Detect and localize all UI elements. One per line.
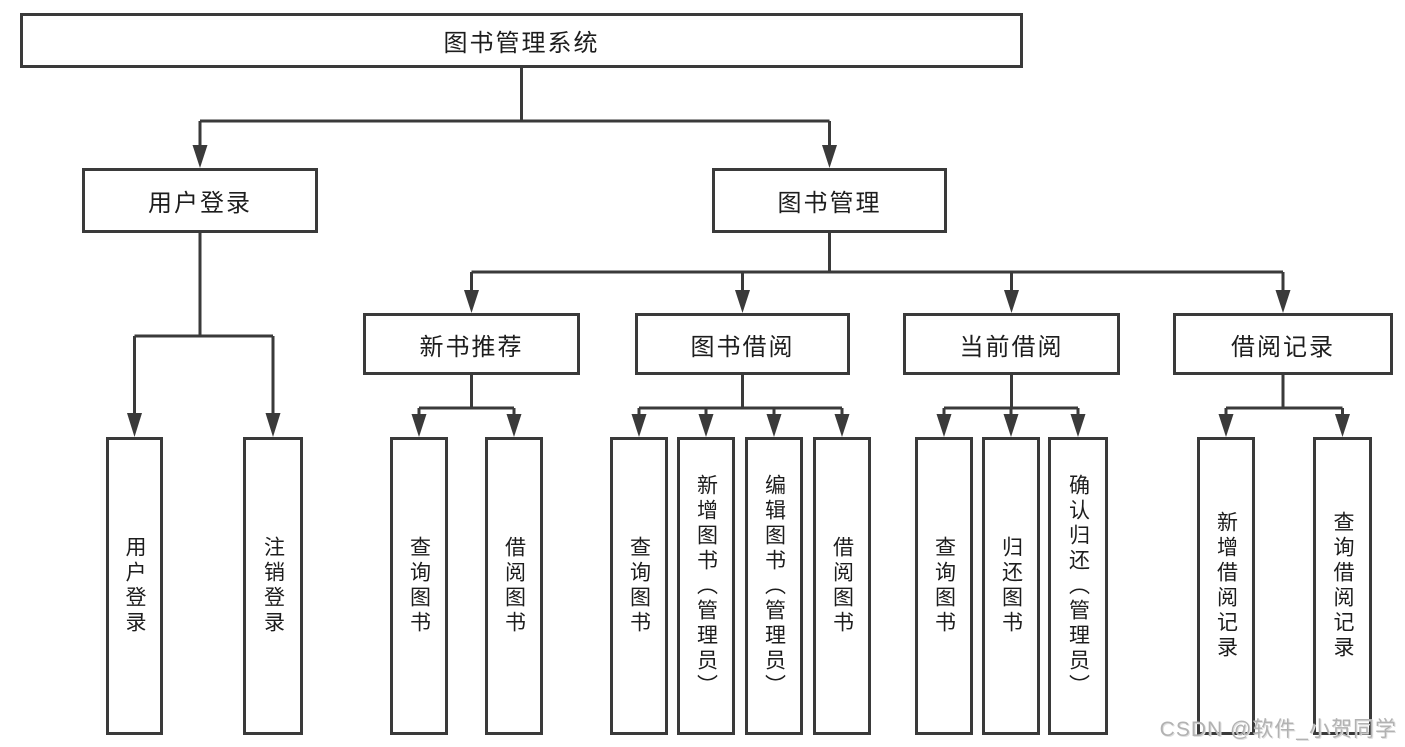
arrow-icon [698,414,714,437]
node-label: 查询借阅记录 [1331,511,1354,661]
connector-current-borrow [942,375,1080,415]
arrow-icon [735,290,750,313]
connector-book-management-to-level3 [470,233,1285,291]
node-label: 用户登录 [148,190,252,217]
node-user-login: 用户登录 [82,168,318,233]
node-label: 编辑图书（管理员） [762,473,786,699]
arrow-icon [192,145,208,168]
arrow-icon [506,414,522,437]
leaf-confirm-return-admin: 确认归还（管理员） [1048,437,1108,735]
arrow-icon [1335,414,1350,437]
connector-book-borrow [637,375,844,415]
node-library-management-system: 图书管理系统 [20,13,1023,68]
node-label: 新增图书（管理员） [694,473,718,699]
node-label: 图书管理系统 [443,30,600,57]
leaf-query-books-recommend: 查询图书 [390,437,448,735]
node-label: 借阅记录 [1231,333,1335,361]
leaf-query-borrow-record: 查询借阅记录 [1313,437,1372,735]
leaf-borrow-books: 借阅图书 [813,437,871,735]
node-label: 查询图书 [932,536,956,636]
connector-user-login-branch [133,233,275,415]
node-label: 查询图书 [627,536,651,636]
arrow-icon [1070,414,1086,437]
node-label: 归还图书 [999,536,1023,636]
node-label: 当前借阅 [959,333,1064,361]
connector-new-book-recommend [417,375,516,415]
node-new-book-recommend: 新书推荐 [363,313,580,375]
arrow-icon [265,413,281,437]
node-book-management: 图书管理 [712,168,947,233]
arrow-icon [127,413,142,437]
connector-borrow-records [1224,375,1344,415]
arrow-icon [834,414,850,437]
node-borrow-records: 借阅记录 [1173,313,1393,375]
node-label: 借阅图书 [830,536,854,636]
node-label: 用户登录 [123,536,146,636]
node-book-borrow: 图书借阅 [635,313,850,375]
node-current-borrow: 当前借阅 [903,313,1120,375]
node-label: 图书借阅 [690,333,795,361]
leaf-return-books: 归还图书 [982,437,1040,735]
leaf-logout: 注销登录 [243,437,303,735]
arrow-icon [464,290,479,313]
arrow-icon [822,145,837,168]
arrow-icon [1275,290,1291,313]
leaf-edit-books-admin: 编辑图书（管理员） [745,437,803,735]
node-label: 借阅图书 [502,536,526,636]
node-label: 图书管理 [777,190,882,217]
leaf-add-books-admin: 新增图书（管理员） [677,437,735,735]
arrow-icon [411,414,427,437]
node-label: 确认归还（管理员） [1066,473,1090,699]
leaf-query-books: 查询图书 [610,437,668,735]
leaf-user-login: 用户登录 [106,437,163,735]
arrow-icon [936,414,952,437]
node-label: 查询图书 [407,536,431,636]
arrow-icon [766,414,782,437]
arrow-icon [631,414,647,437]
arrow-icon [1004,290,1019,313]
watermark-text: CSDN @软件_小贺同学 [1159,718,1397,741]
node-label: 新书推荐 [419,333,524,361]
node-label: 注销登录 [261,536,285,636]
leaf-query-books-current: 查询图书 [915,437,973,735]
leaf-add-borrow-record: 新增借阅记录 [1197,437,1255,735]
arrow-icon [1218,414,1234,437]
leaf-borrow-books-recommend: 借阅图书 [485,437,543,735]
connector-root-to-level2 [198,68,831,146]
node-label: 新增借阅记录 [1214,511,1238,661]
arrow-icon [1003,414,1019,437]
